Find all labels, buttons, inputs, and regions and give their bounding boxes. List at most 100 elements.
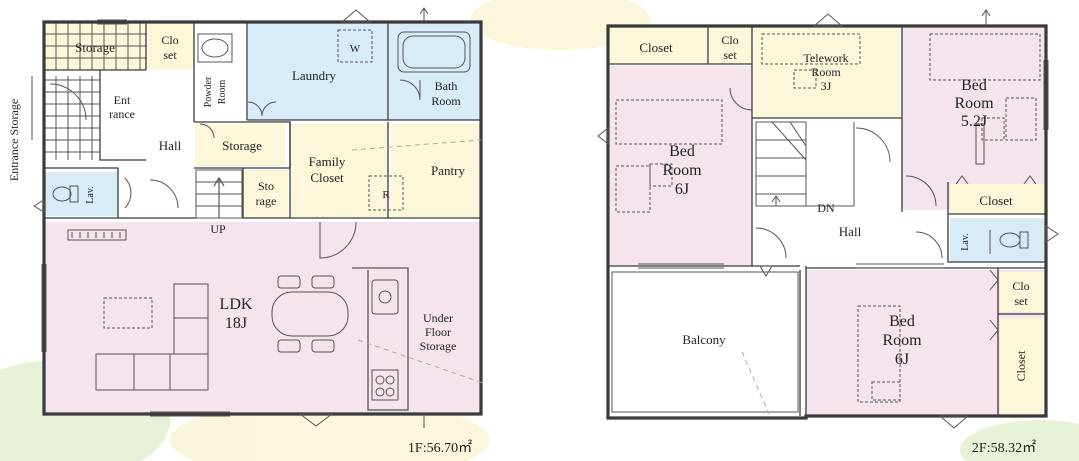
label-lavatory-1f: Lav. — [85, 186, 96, 203]
label-ldk-1: LDK — [220, 296, 253, 313]
ldk-area — [44, 222, 481, 414]
label-hall-2f: Hall — [839, 224, 862, 239]
label-powder-room-1: Powder — [203, 76, 214, 107]
closet-area — [148, 22, 194, 70]
sightline-2f — [741, 351, 771, 417]
label-family-closet-1: Family — [309, 154, 346, 169]
label-laundry: Laundry — [292, 68, 337, 83]
label-bath-room-1: Bath — [435, 79, 458, 93]
label-closet-bottom-small-1: Clo — [1012, 279, 1029, 293]
powder-room-area — [195, 22, 247, 122]
label-closet-bottom-small-2: set — [1014, 294, 1028, 308]
air-conditioner-1f — [67, 229, 127, 241]
storage-top-grid — [44, 22, 146, 70]
compass-1f — [419, 7, 429, 22]
label-closet-small-1: Clo — [721, 33, 738, 47]
air-conditioner-2f — [975, 123, 985, 165]
floor-2-interior-walls — [608, 26, 1046, 416]
label-closet-vertical: Closet — [1014, 350, 1028, 381]
label-washer: W — [350, 43, 361, 55]
floor-1-doors — [49, 31, 471, 259]
label-under-floor-1: Under — [423, 311, 453, 325]
toilet-2f — [989, 230, 1029, 254]
floor-2-windows — [638, 60, 1049, 269]
floor-1-interior-walls — [44, 22, 481, 219]
telework-marker — [812, 13, 844, 27]
label-bed-bottom-3: 6J — [895, 351, 909, 368]
entrance-tile-grid — [44, 76, 100, 160]
closet-markers — [955, 175, 1037, 341]
bed-room-right-area — [902, 28, 1046, 210]
label-bed-bottom-2: Room — [882, 332, 922, 349]
label-hall-1f: Hall — [159, 138, 182, 153]
closet-top-left-area — [610, 28, 708, 64]
label-bed-right-3: 5.2J — [961, 113, 987, 130]
floor-2-furniture — [615, 33, 1041, 403]
label-bed-left-2: Room — [662, 162, 702, 179]
washer-box — [337, 29, 373, 63]
label-bed-left-3: 6J — [675, 181, 689, 198]
label-storage-small-1: Sto — [258, 179, 274, 193]
label-closet-top-left: Closet — [639, 40, 673, 55]
label-storage-mid: Storage — [222, 138, 262, 153]
label-balcony: Balcony — [682, 332, 726, 347]
entrance-marker-bottom — [298, 413, 334, 427]
stairs-down — [755, 121, 855, 207]
closet-right-area — [950, 184, 1046, 214]
label-ldk-2: 18J — [225, 315, 247, 332]
bath-room-area — [389, 22, 481, 120]
telework-room-area — [754, 28, 900, 118]
closet-vertical-area — [1000, 318, 1044, 414]
label-bath-room-2: Room — [431, 94, 461, 108]
label-closet-1: Clo — [161, 33, 178, 47]
label-entrance-1: Ent — [114, 93, 131, 107]
sightline-1f-a — [351, 139, 482, 151]
floor-1-plan: Storage Clo set Powder Room Laundry W Ba… — [7, 7, 487, 456]
floor-1-area: 1F:56.70㎡ — [408, 440, 472, 456]
sightline-1f-b — [357, 339, 487, 385]
floor-1-outer-wall — [42, 20, 483, 416]
lavatory-2f-area — [950, 218, 1046, 262]
compass-2f — [981, 9, 991, 26]
label-dn: DN — [817, 201, 835, 215]
closet-bottom-small-area — [1000, 272, 1044, 312]
closet-small-area — [710, 28, 752, 64]
label-closet-2: set — [163, 48, 177, 62]
bottom-window-marker — [938, 415, 970, 429]
laundry-area — [248, 22, 388, 120]
toilet-1f — [52, 185, 79, 203]
label-lavatory-2f: Lav. — [960, 233, 971, 250]
label-bed-right-1: Bed — [961, 77, 987, 94]
label-bed-right-2: Room — [954, 95, 994, 112]
family-closet-area — [291, 124, 387, 217]
lav-window-marker — [1045, 225, 1059, 243]
entrance-marker-top — [340, 9, 372, 23]
kitchen-counter — [352, 267, 409, 411]
pantry-area — [391, 124, 481, 217]
label-up: UP — [210, 222, 226, 236]
refrigerator-box — [368, 175, 404, 211]
left-window-marker — [597, 126, 609, 146]
storage-small-area — [244, 170, 288, 218]
label-entrance-2: rance — [109, 107, 135, 121]
lavatory-window-marker — [33, 199, 45, 213]
label-telework-1: Telework — [803, 51, 848, 65]
label-refrigerator: R — [382, 189, 390, 201]
storage-mid-area — [195, 124, 285, 166]
floor-1-windows — [31, 19, 230, 417]
label-under-floor-2: Floor — [425, 325, 451, 339]
stairs-up — [195, 169, 243, 219]
floor-2-plan: Closet Clo set Telework Room 3J Bed Room… — [597, 9, 1059, 456]
label-pantry: Pantry — [431, 163, 465, 178]
hall-marker — [759, 265, 773, 277]
label-bed-bottom-1: Bed — [889, 313, 915, 330]
label-storage-top: Storage — [75, 40, 115, 55]
label-bed-left-1: Bed — [669, 143, 695, 160]
label-telework-2: Room — [811, 65, 841, 79]
label-entrance-storage: Entrance Storage — [7, 99, 21, 181]
lavatory-area — [44, 172, 118, 216]
label-under-floor-3: Storage — [420, 339, 457, 353]
floor-2-area: 2F:58.32㎡ — [972, 440, 1036, 456]
